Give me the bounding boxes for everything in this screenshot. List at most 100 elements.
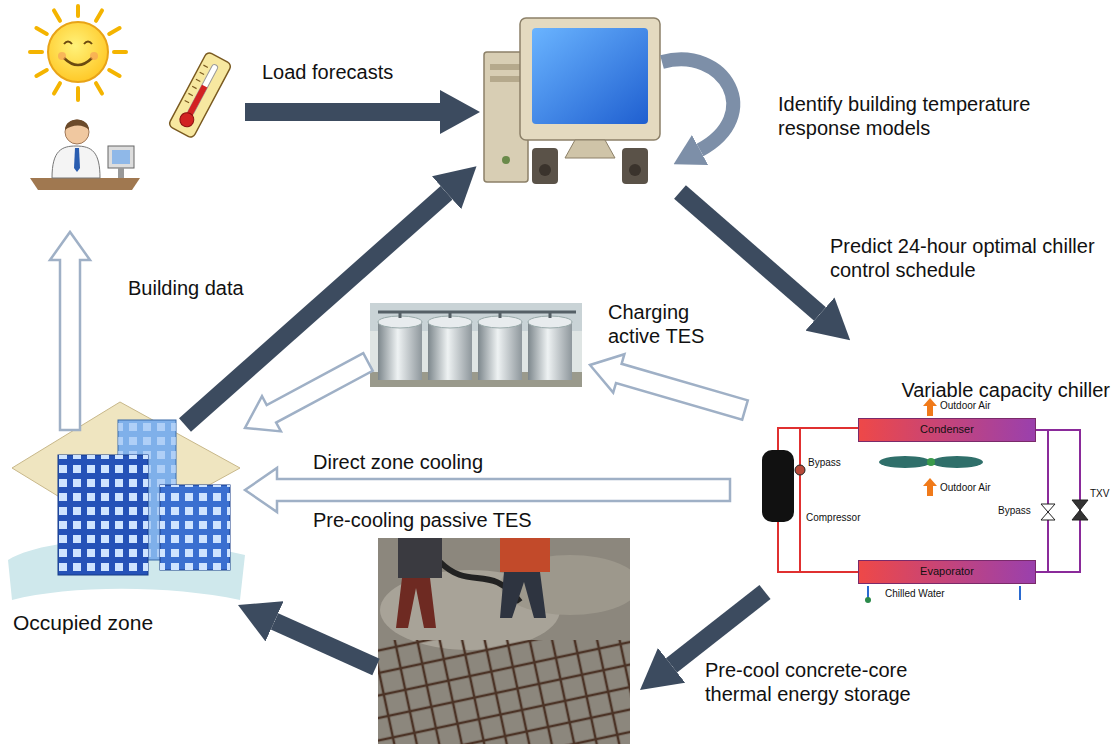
arrow-label: Predict 24-hour optimal chiller control …	[830, 234, 1100, 282]
schematic-label: Chilled Water	[885, 588, 945, 600]
computer-icon-part	[622, 148, 648, 184]
sun-icon-part-part	[96, 10, 102, 20]
schematic-label: Bypass	[808, 457, 841, 469]
concrete-pour-photo-part	[500, 538, 550, 572]
office-worker-icon-part	[30, 178, 140, 190]
thermometer-icon-part	[177, 110, 196, 129]
sun-icon-part-part	[76, 6, 80, 16]
flow-arrows-part	[590, 354, 748, 419]
chiller-unit: Variable capacity chillerCondenserEvapor…	[730, 378, 1112, 614]
chiller-schematic-part	[1041, 504, 1055, 520]
schematic-label: Bypass	[998, 505, 1031, 517]
arrow-label: Building data	[128, 276, 244, 300]
tes-tanks-photo-part	[528, 322, 572, 380]
chiller-schematic-part	[865, 597, 871, 603]
flow-arrows-part	[50, 232, 90, 430]
evaporator-coil: Evaporator	[858, 560, 1036, 584]
flow-arrows-part	[680, 192, 820, 314]
concrete-pour-photo-part	[378, 640, 630, 744]
flow-arrows-part	[275, 621, 377, 667]
flow-arrows-part	[672, 592, 766, 665]
building-icon-part	[58, 455, 148, 575]
tes-tanks-photo-part	[370, 303, 582, 331]
concrete-pour-photo-part	[396, 578, 436, 628]
tes-tanks-photo-part	[370, 303, 582, 387]
chiller-schematic-part	[795, 465, 805, 475]
chiller-schematic-part	[927, 458, 935, 466]
computer-icon-part	[532, 28, 648, 124]
chiller-schematic-part	[923, 478, 937, 496]
building-icon	[8, 402, 245, 600]
chiller-schematic-part	[868, 586, 1020, 600]
flow-arrows-part	[245, 103, 440, 121]
concrete-pour-photo-part	[398, 538, 442, 578]
computer-icon-part	[490, 76, 522, 82]
tes-tanks-photo-part	[478, 322, 522, 380]
sun-icon	[30, 6, 126, 100]
sun-icon-part-part	[30, 50, 42, 54]
sun-icon-part-part	[109, 70, 119, 76]
edge-label: Direct zone cooling	[313, 450, 483, 474]
chiller-schematic-part	[762, 450, 794, 522]
tes-tanks-photo	[370, 303, 582, 387]
sun-icon-part	[64, 58, 92, 65]
sun-icon-part	[58, 52, 66, 60]
arrow-label: Pre-cooling passive TES	[313, 508, 532, 532]
chiller-schematic-part	[931, 456, 983, 468]
sun-icon-part	[30, 6, 126, 100]
condenser-coil: Condenser	[858, 418, 1036, 442]
office-worker-icon-part	[108, 146, 134, 168]
sun-icon-part-part	[36, 70, 46, 76]
tes-tanks-photo-part	[378, 322, 422, 380]
building-zone: Occupied zone	[5, 398, 245, 638]
office-worker-icon-part	[118, 168, 124, 178]
concrete-pour-photo-part	[500, 572, 546, 618]
sun-icon-part	[48, 22, 108, 82]
tes-tanks-photo-part	[378, 312, 576, 318]
arrow-label: Charging active TES	[608, 300, 723, 348]
office-worker-icon-part	[74, 148, 80, 172]
computer-icon-part	[565, 140, 615, 158]
chiller-schematic-part	[879, 456, 931, 468]
hollow-arrow	[245, 468, 730, 512]
sun-icon-part	[90, 52, 98, 60]
office-worker-icon-part	[65, 120, 89, 131]
schematic-label: Outdoor Air	[940, 400, 991, 412]
office-worker-icon-part	[65, 120, 89, 144]
schematic-label: Outdoor Air	[940, 482, 991, 494]
sun-icon-part-part	[54, 83, 60, 93]
arrow-label: Pre-cool concrete-core thermal energy st…	[705, 658, 945, 706]
computer-icon-part	[539, 164, 551, 176]
model-loop-arrow	[662, 59, 733, 150]
sun-icon-part-part	[109, 28, 119, 34]
computer-icon-part	[520, 18, 660, 140]
tes-tanks-photo-part	[428, 322, 472, 380]
coil-label: Condenser	[920, 423, 974, 436]
thermometer-icon	[168, 51, 232, 138]
concrete-pour-photo	[378, 538, 630, 744]
sun-icon-part-part	[36, 28, 46, 34]
arrow-label: Identify building temperature response m…	[778, 92, 1108, 140]
sun-icon-part-part	[76, 88, 80, 100]
sun-icon-part	[64, 42, 92, 45]
flow-arrows-part	[245, 353, 373, 431]
thermometer-icon-part	[168, 51, 232, 138]
schematic-label: Compressor	[806, 512, 860, 524]
chiller-schematic	[762, 398, 1088, 603]
arrow-label: Load forecasts	[262, 60, 393, 84]
schematic-label: TXV	[1090, 488, 1109, 500]
office-worker-icon-part	[52, 146, 100, 178]
zone-label: Occupied zone	[13, 610, 153, 635]
building-icon-part	[160, 485, 230, 570]
office-worker-icon-part	[112, 150, 130, 164]
model-loop-arrow-part	[662, 59, 733, 150]
building-icon-part	[160, 485, 230, 570]
sun-icon-part-part	[54, 10, 60, 20]
sun-icon-part-part	[114, 50, 126, 54]
computer-icon	[484, 18, 660, 184]
building-icon-part	[58, 455, 148, 575]
flow-arrows	[50, 112, 820, 667]
concrete-pour-photo-part	[380, 570, 560, 650]
computer-icon-part	[629, 164, 641, 176]
